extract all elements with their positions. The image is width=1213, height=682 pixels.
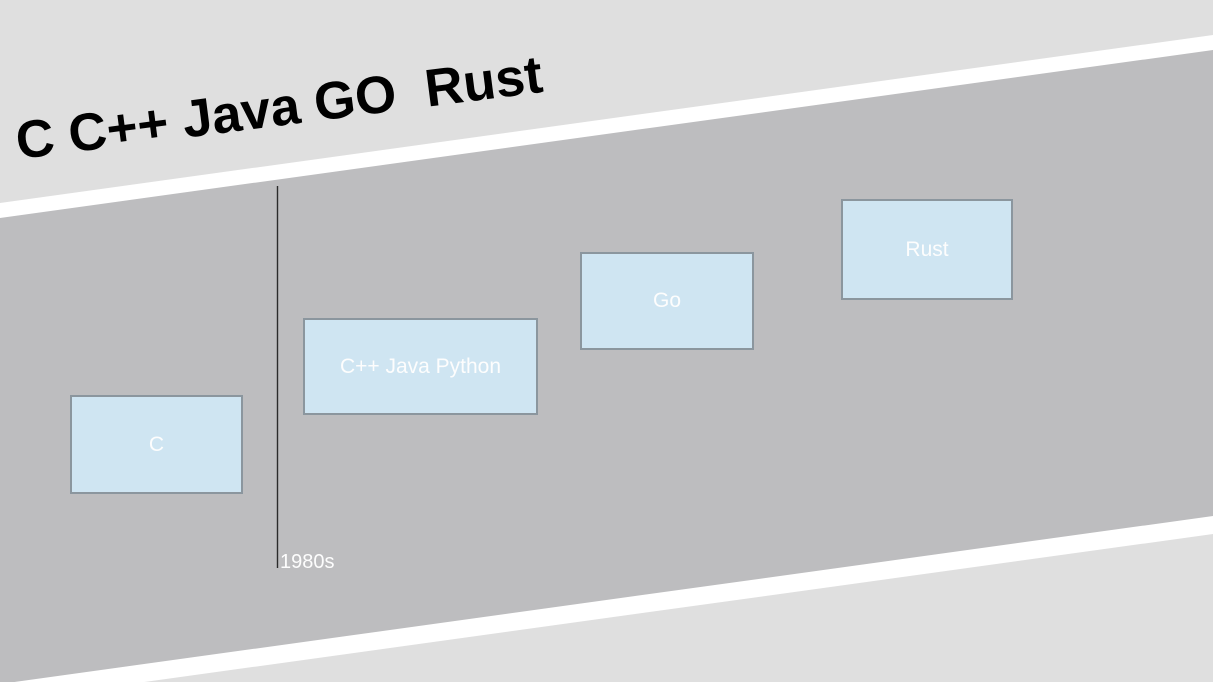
language-box-cpp-java-python: C++ Java Python [303,318,538,415]
language-box-go: Go [580,252,754,350]
era-label-1980s: 1980s [280,551,335,573]
language-box-c-label: C [148,432,165,456]
language-box-go-label: Go [652,289,681,312]
language-box-rust-label: Rust [905,237,949,261]
language-box-cpp-java-python-label: C++ Java Python [339,354,502,378]
language-box-c: C [70,395,243,494]
language-box-rust: Rust [841,199,1013,300]
